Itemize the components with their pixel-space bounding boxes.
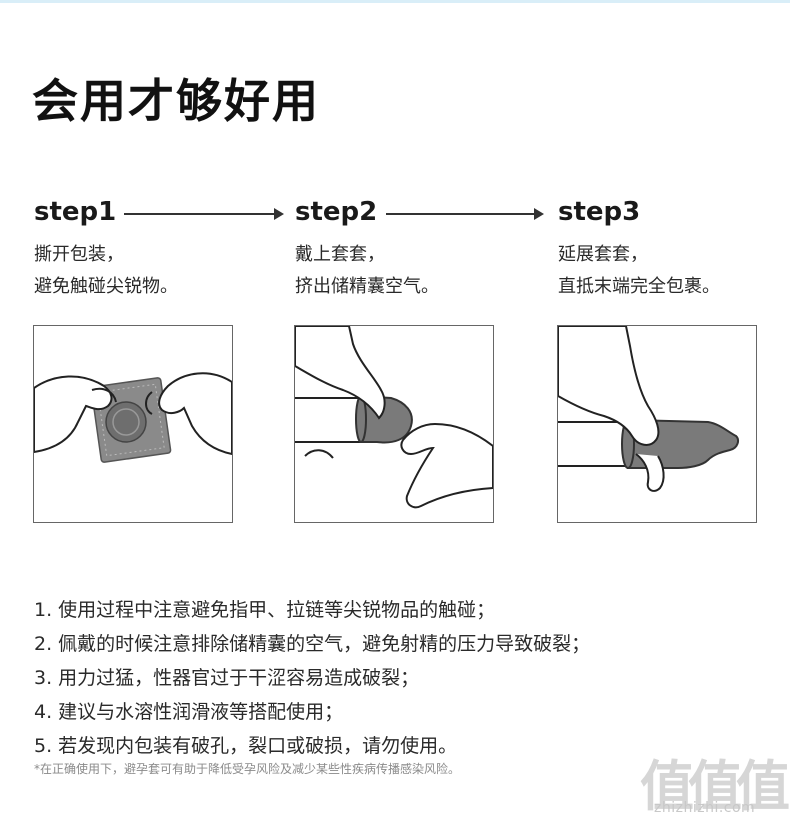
watermark-url: zhizhizhi.com — [654, 800, 756, 816]
page-title: 会用才够好用 — [32, 74, 320, 128]
step3-label: step3 — [558, 197, 641, 227]
step1-description: 撕开包装， 避免触碰尖锐物。 — [34, 239, 178, 303]
step2-line1: 戴上套套， — [295, 244, 385, 265]
step1-label: step1 — [34, 197, 117, 227]
step2-label: step2 — [295, 197, 378, 227]
step1-illustration — [33, 325, 233, 523]
list-item: 1. 使用过程中注意避免指甲、拉链等尖锐物品的触碰； — [34, 599, 496, 621]
usage-notes-list: 1. 使用过程中注意避免指甲、拉链等尖锐物品的触碰； 2. 佩戴的时候注意排除储… — [34, 593, 590, 763]
list-item: 5. 若发现内包装有破孔，裂口或破损，请勿使用。 — [34, 735, 458, 757]
step1-line1: 撕开包装， — [34, 244, 124, 265]
list-item: 4. 建议与水溶性润滑液等搭配使用； — [34, 701, 344, 723]
step3-line1: 延展套套， — [558, 244, 648, 265]
step2-line2: 挤出储精囊空气。 — [295, 276, 439, 297]
top-divider — [0, 0, 790, 3]
arrow-right-icon — [124, 208, 284, 220]
step3-illustration — [557, 325, 757, 523]
arrow-right-icon — [386, 208, 544, 220]
list-item: 3. 用力过猛，性器官过于干涩容易造成破裂； — [34, 667, 420, 689]
step2-illustration — [294, 325, 494, 523]
watermark-logo: 值值值 — [640, 755, 790, 818]
list-item: 2. 佩戴的时候注意排除储精囊的空气，避免射精的压力导致破裂； — [34, 633, 591, 655]
step1-line2: 避免触碰尖锐物。 — [34, 276, 178, 297]
step2-description: 戴上套套， 挤出储精囊空气。 — [295, 239, 439, 303]
step3-description: 延展套套， 直抵末端完全包裹。 — [558, 239, 720, 303]
disclaimer-footnote: *在正确使用下，避孕套可有助于降低受孕风险及减少某些性疾病传播感染风险。 — [34, 762, 461, 776]
step3-line2: 直抵末端完全包裹。 — [558, 276, 720, 297]
